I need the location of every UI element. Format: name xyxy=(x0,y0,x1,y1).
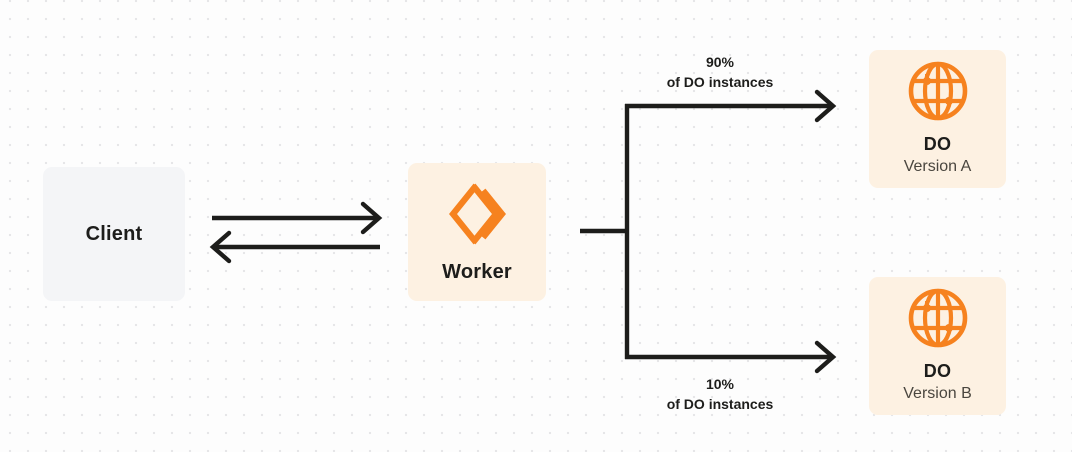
arrow-client-to-worker xyxy=(212,201,383,235)
node-do-a-sublabel: Version A xyxy=(903,157,972,175)
node-do-version-a: DO Version A xyxy=(869,50,1006,188)
node-do-b-sublabel: Version B xyxy=(903,384,972,402)
arrow-worker-to-do-a xyxy=(625,89,837,123)
edge-label-do-a-description: of DO instances xyxy=(666,74,774,91)
arrow-worker-to-client xyxy=(209,230,380,264)
globe-icon xyxy=(907,60,969,122)
globe-icon xyxy=(907,287,969,349)
branch-connector xyxy=(580,104,630,359)
node-client-label: Client xyxy=(85,222,143,245)
edge-label-do-b: 10% of DO instances xyxy=(622,374,818,415)
edge-label-do-b-description: of DO instances xyxy=(666,396,774,413)
arrow-worker-to-do-b xyxy=(625,340,837,374)
node-client: Client xyxy=(43,167,185,301)
node-do-a-label: DO xyxy=(923,134,952,155)
edge-label-do-a-percent: 90% xyxy=(705,54,735,70)
node-worker: Worker xyxy=(408,163,546,301)
node-do-version-b: DO Version B xyxy=(869,277,1006,415)
node-do-b-label: DO xyxy=(923,361,952,382)
cloudflare-workers-icon xyxy=(444,181,510,247)
edge-label-do-b-percent: 10% xyxy=(705,376,735,392)
node-worker-label: Worker xyxy=(442,260,512,283)
edge-label-do-a: 90% of DO instances xyxy=(622,52,818,93)
